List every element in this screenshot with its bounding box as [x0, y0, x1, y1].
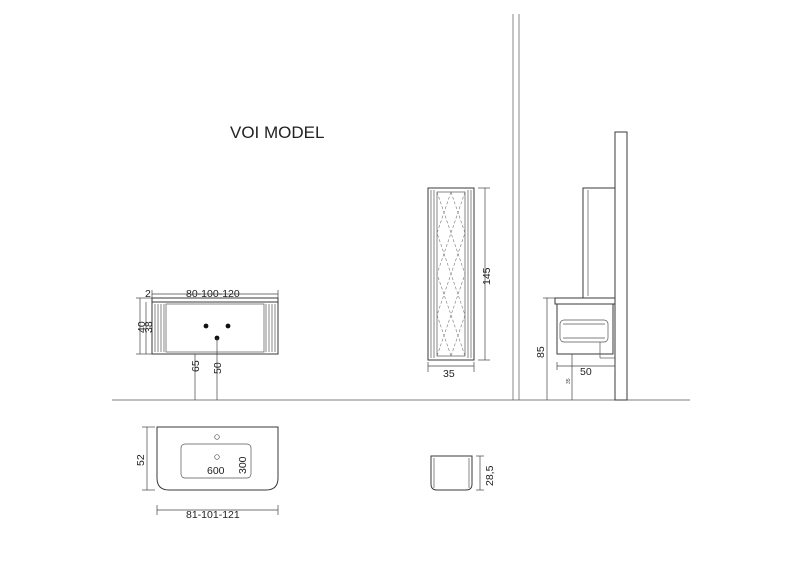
tap-hole	[214, 434, 220, 440]
door-pattern	[436, 191, 466, 357]
tall-width-label: 35	[443, 368, 455, 380]
basin-depth-label: 300	[237, 456, 249, 474]
side-small-label: 35	[566, 378, 572, 384]
basin-top-depth-label: 52	[135, 454, 147, 466]
door-pattern	[436, 191, 452, 357]
plumbing-hole	[225, 323, 231, 329]
vanity-body-outline	[151, 301, 279, 355]
tall-cabinet-view: 145 35	[427, 187, 493, 380]
height-inner-label: 38	[143, 321, 155, 333]
basin-bowl	[180, 443, 252, 479]
drain-offset-label: 50	[212, 362, 224, 374]
basin-top-view: 600 300 52 81-101-121	[135, 426, 279, 521]
small-unit-outline	[430, 455, 473, 491]
front-width-label: 80-100-120	[186, 288, 240, 300]
front-panel	[165, 303, 265, 353]
side-depth-label: 50	[580, 366, 592, 378]
vanity-side-body	[556, 303, 614, 355]
drain-height-label: 65	[190, 360, 202, 372]
basin-top-width-label: 81-101-121	[186, 509, 240, 521]
tall-cabinet-outline	[427, 187, 475, 361]
door-pattern	[436, 191, 466, 357]
side-wall-panel	[614, 131, 628, 401]
vanity-side-top	[554, 297, 616, 305]
drain-hole	[214, 454, 220, 460]
side-height-label: 85	[535, 346, 547, 358]
top-thickness-label: 2	[145, 288, 151, 300]
tall-height-label: 145	[481, 267, 493, 285]
front-view: 80-100-120 2 40 38 65 50	[136, 288, 279, 400]
plumbing-hole	[203, 323, 209, 329]
basin-profile	[559, 319, 609, 343]
side-view: 85 50 35	[535, 131, 628, 401]
door-pattern	[450, 191, 466, 357]
height-outer-label: 40	[136, 321, 148, 333]
small-unit-height-label: 28,5	[484, 465, 496, 486]
basin-width-label: 600	[207, 465, 225, 477]
drawing-title: VOI MODEL	[230, 123, 324, 142]
basin-top-outline	[156, 426, 279, 491]
small-unit-view: 28,5	[430, 455, 496, 491]
